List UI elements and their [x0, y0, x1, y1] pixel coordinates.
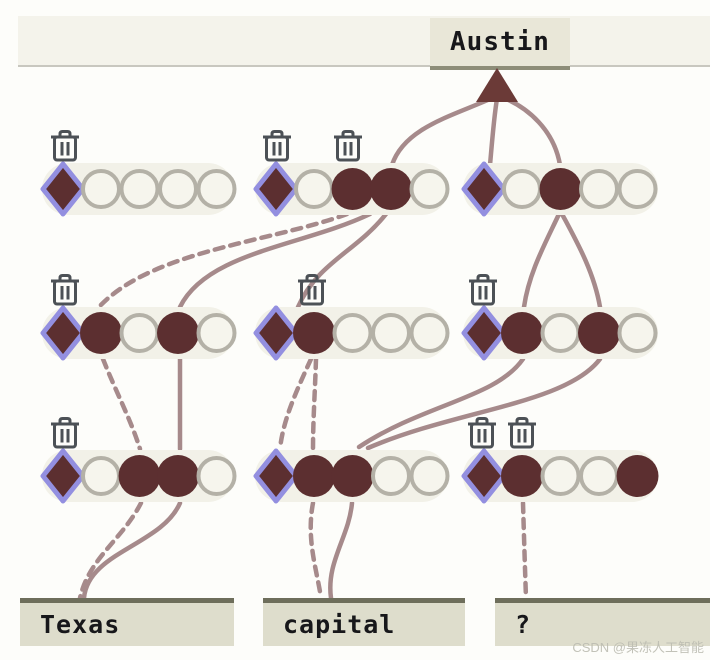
feature-node-filled — [157, 312, 199, 354]
attention-line — [365, 356, 603, 451]
diamond-node — [461, 161, 507, 217]
diamond-node — [253, 305, 299, 361]
feature-node-empty — [196, 456, 237, 496]
feature-node-empty — [119, 169, 160, 209]
feature-node-filled — [331, 455, 374, 497]
feature-node-filled — [293, 455, 335, 497]
input-token-label: ? — [515, 610, 532, 639]
diamond-node — [253, 448, 299, 504]
output-token-label: Austin — [450, 27, 550, 57]
feature-node-filled — [293, 312, 335, 354]
feature-node-empty — [540, 313, 581, 353]
feature-node-empty — [81, 169, 121, 209]
feature-node-filled — [370, 168, 412, 210]
attention-line-dashed — [277, 356, 314, 452]
attention-line-dashed — [100, 356, 143, 452]
feature-node-filled — [331, 168, 374, 210]
attention-line — [356, 356, 526, 450]
feature-node-filled — [616, 455, 659, 497]
diamond-node — [40, 448, 86, 504]
feature-node-empty — [579, 169, 619, 209]
trash-icon[interactable] — [263, 130, 291, 162]
feature-node-empty — [332, 313, 373, 353]
feature-node-empty — [502, 169, 542, 209]
attention-line — [501, 95, 563, 168]
feature-node-filled — [501, 455, 543, 497]
input-token-texas: Texas — [20, 598, 234, 646]
feature-node-filled — [539, 168, 582, 210]
feature-node-filled — [80, 312, 122, 354]
feature-node-filled — [157, 455, 199, 497]
attention-line — [389, 96, 493, 168]
feature-node-empty — [409, 456, 450, 496]
input-token-question: ? — [495, 598, 710, 646]
feature-node-empty — [81, 456, 121, 496]
feature-node-empty — [409, 313, 450, 353]
feature-node-empty — [158, 169, 198, 209]
feature-node-empty — [617, 313, 658, 353]
trash-icon[interactable] — [508, 417, 536, 449]
watermark: CSDN @果冻人工智能 — [572, 640, 704, 655]
trash-icon[interactable] — [51, 130, 79, 162]
input-token-label: capital — [283, 610, 396, 639]
input-token-capital: capital — [263, 598, 465, 646]
attention-line-dashed — [520, 500, 529, 601]
feature-node-empty — [409, 169, 450, 209]
attention-line — [177, 211, 373, 310]
diamond-node — [40, 305, 86, 361]
attention-line-dashed — [308, 500, 324, 601]
feature-node-empty — [294, 169, 334, 209]
feature-node-empty — [579, 456, 619, 496]
attention-line — [81, 500, 183, 601]
trash-icon[interactable] — [51, 274, 79, 306]
feature-node-empty — [196, 169, 237, 209]
trash-icon[interactable] — [51, 417, 79, 449]
output-token-strip — [18, 16, 710, 67]
trash-icon[interactable] — [468, 417, 496, 449]
attention-line — [328, 500, 355, 601]
attention-line-dashed — [77, 500, 144, 601]
diamond-node — [253, 161, 299, 217]
trash-icon[interactable] — [469, 274, 497, 306]
diamond-node — [40, 161, 86, 217]
feature-node-empty — [119, 313, 160, 353]
attention-line — [487, 96, 500, 168]
feature-node-empty — [371, 456, 411, 496]
attention-line — [521, 211, 562, 310]
feature-node-empty — [617, 169, 658, 209]
trash-icon[interactable] — [334, 130, 362, 162]
attention-line-dashed — [310, 356, 319, 452]
feature-node-filled — [578, 312, 620, 354]
feature-node-empty — [196, 313, 237, 353]
diamond-node — [461, 448, 507, 504]
feature-node-empty — [371, 313, 411, 353]
attention-line-dashed — [96, 211, 350, 310]
feature-node-empty — [540, 456, 581, 496]
arrow-up-icon — [476, 68, 518, 102]
feature-node-filled — [118, 455, 161, 497]
attention-line — [559, 211, 603, 310]
trash-icon[interactable] — [298, 274, 326, 306]
feature-node-filled — [501, 312, 543, 354]
output-token-box: Austin — [430, 18, 570, 70]
diamond-node — [461, 305, 507, 361]
attention-line — [295, 211, 389, 310]
input-token-label: Texas — [40, 610, 121, 639]
